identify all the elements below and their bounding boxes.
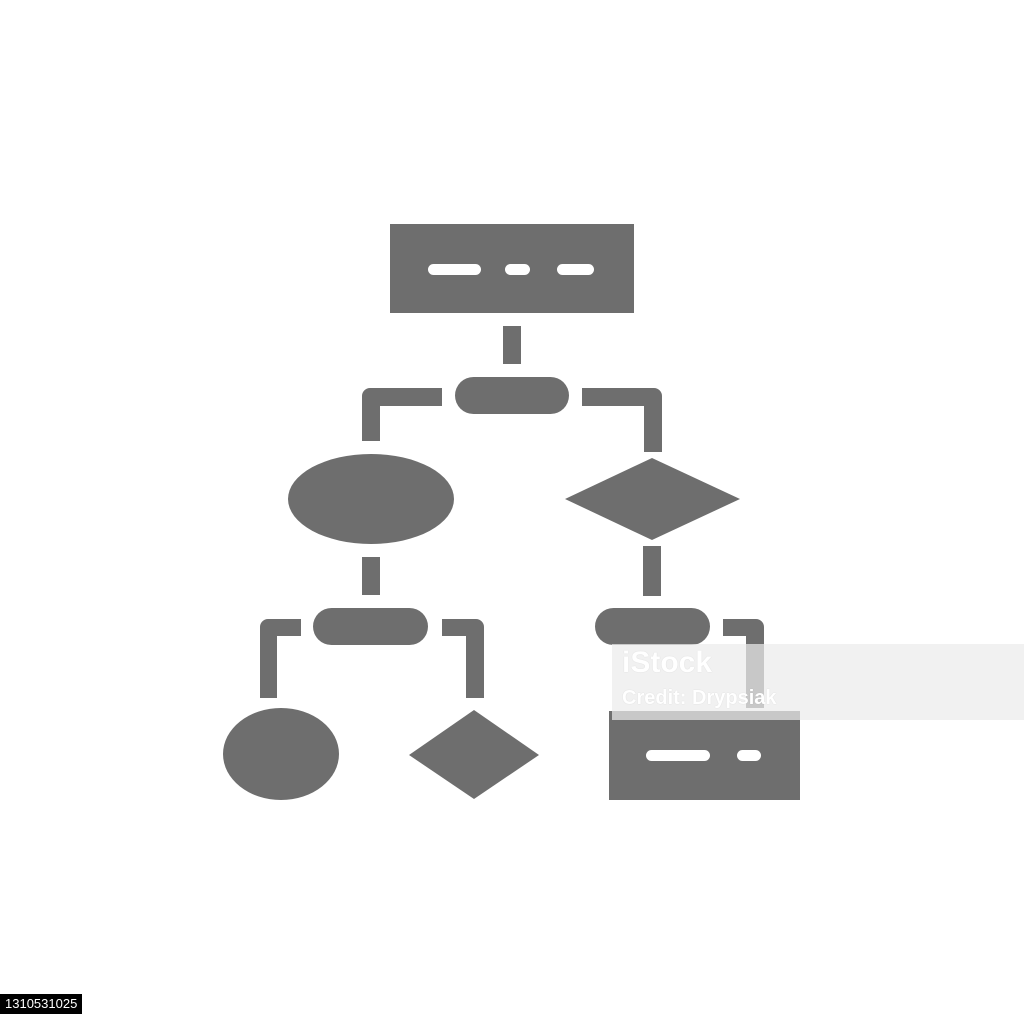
connector-left-branch [260, 619, 301, 698]
ellipse-node-left [288, 454, 454, 544]
terminal-pill-top [455, 377, 569, 414]
connector-vertical [503, 326, 521, 364]
connector-vertical [362, 557, 380, 595]
connector-left-branch [362, 388, 442, 441]
terminal-pill-left [313, 608, 428, 645]
top-process-box [390, 224, 634, 313]
watermark-credit-text: Credit: Drypsiak [622, 687, 777, 709]
bottom-process-box [609, 711, 800, 800]
terminal-pill-right [595, 608, 710, 645]
decision-diamond-bottom [409, 710, 539, 799]
connector-right-branch [442, 619, 484, 698]
decision-diamond-right [565, 458, 740, 540]
connector-vertical [643, 546, 661, 596]
watermark-credit: Credit: Drypsiak [622, 688, 777, 708]
watermark-brand-text: iStock [622, 646, 713, 679]
stock-id-label: 1310531025 [0, 994, 83, 1014]
watermark-band [612, 644, 1024, 720]
watermark-brand: iStock [622, 648, 777, 678]
ellipse-node-bottom-left [223, 708, 339, 800]
connector-right-branch [582, 388, 662, 452]
watermark: iStock Credit: Drypsiak [622, 648, 777, 709]
